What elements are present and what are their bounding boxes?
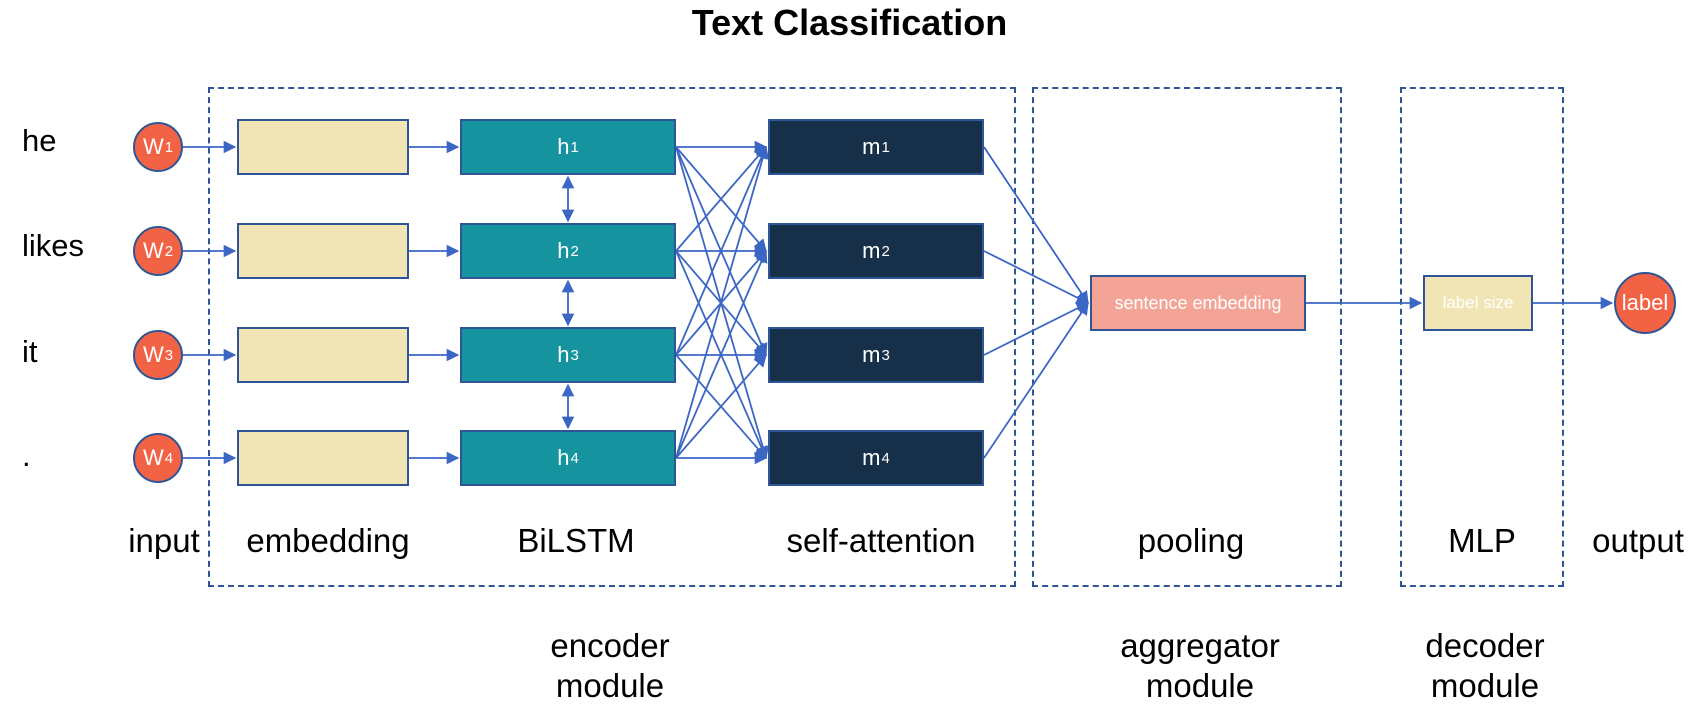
word-likes: likes — [22, 228, 85, 263]
layer-label-mlp: MLP — [1448, 522, 1516, 559]
bilstm-to-attention-edge — [675, 145, 768, 356]
embedding-box-3 — [237, 327, 409, 383]
hidden-letter: h — [557, 134, 570, 159]
attention-to-pooling-edge — [983, 146, 1089, 305]
input-node-subscript: 4 — [164, 449, 174, 467]
attention-to-pooling-edge — [983, 302, 1090, 356]
hidden-letter: h — [557, 445, 570, 470]
module-label-line: decoder — [1425, 627, 1545, 664]
output-label-node: label — [1614, 272, 1676, 334]
attention-letter: m — [862, 238, 881, 263]
bilstm-to-attention-edge — [675, 145, 769, 459]
layer-label-pooling: pooling — [1137, 522, 1245, 559]
label-size-box: label size — [1423, 275, 1533, 331]
attention-letter: m — [862, 445, 881, 470]
sentence-embedding-box: sentence embedding — [1090, 275, 1306, 331]
bilstm-to-attention-edge — [675, 354, 767, 459]
attention-subscript: 3 — [881, 346, 890, 364]
attention-letter: m — [862, 134, 881, 159]
hidden-subscript: 3 — [570, 346, 579, 364]
module-label-line: encoder — [550, 627, 670, 664]
hidden-subscript: 2 — [570, 242, 579, 260]
hidden-subscript: 4 — [570, 449, 579, 467]
word-period: . — [22, 438, 31, 473]
layer-label-input: input — [128, 522, 200, 559]
attention-to-pooling-edge — [983, 301, 1089, 459]
module-label-line: module — [1145, 667, 1255, 704]
input-node-letter: W — [142, 134, 164, 159]
attention-subscript: 2 — [881, 242, 890, 260]
layer-label-self-attention: self-attention — [786, 522, 976, 559]
diagram-title: Text Classification — [691, 2, 1008, 43]
input-node-subscript: 2 — [164, 242, 174, 260]
attention-to-pooling-edge — [983, 250, 1090, 304]
module-label-line: module — [1430, 667, 1540, 704]
bilstm-to-attention-edge — [675, 249, 768, 459]
module-label-line: aggregator — [1120, 627, 1280, 664]
word-he: he — [22, 123, 57, 158]
embedding-box-4 — [237, 430, 409, 486]
layer-label-output: output — [1592, 522, 1684, 559]
attention-subscript: 1 — [881, 138, 890, 156]
input-node-letter: W — [142, 445, 164, 470]
input-node-letter: W — [142, 342, 164, 367]
bilstm-to-attention-edge — [675, 146, 767, 252]
embedding-box-1 — [237, 119, 409, 175]
embedding-box-2 — [237, 223, 409, 279]
attention-subscript: 4 — [881, 449, 890, 467]
aggregator-module-box — [1032, 87, 1342, 587]
hidden-letter: h — [557, 342, 570, 367]
attention-letter: m — [862, 342, 881, 367]
encoder-module-box — [208, 87, 1016, 587]
input-node-letter: W — [142, 238, 164, 263]
word-it: it — [22, 334, 38, 369]
layer-label-bilstm: BiLSTM — [517, 522, 635, 559]
input-node-subscript: 1 — [164, 138, 174, 156]
decoder-module-box — [1400, 87, 1564, 587]
input-node-subscript: 3 — [164, 346, 174, 364]
hidden-subscript: 1 — [570, 138, 579, 156]
module-label-line: module — [555, 667, 665, 704]
hidden-letter: h — [557, 238, 570, 263]
layer-label-embedding: embedding — [246, 522, 410, 559]
